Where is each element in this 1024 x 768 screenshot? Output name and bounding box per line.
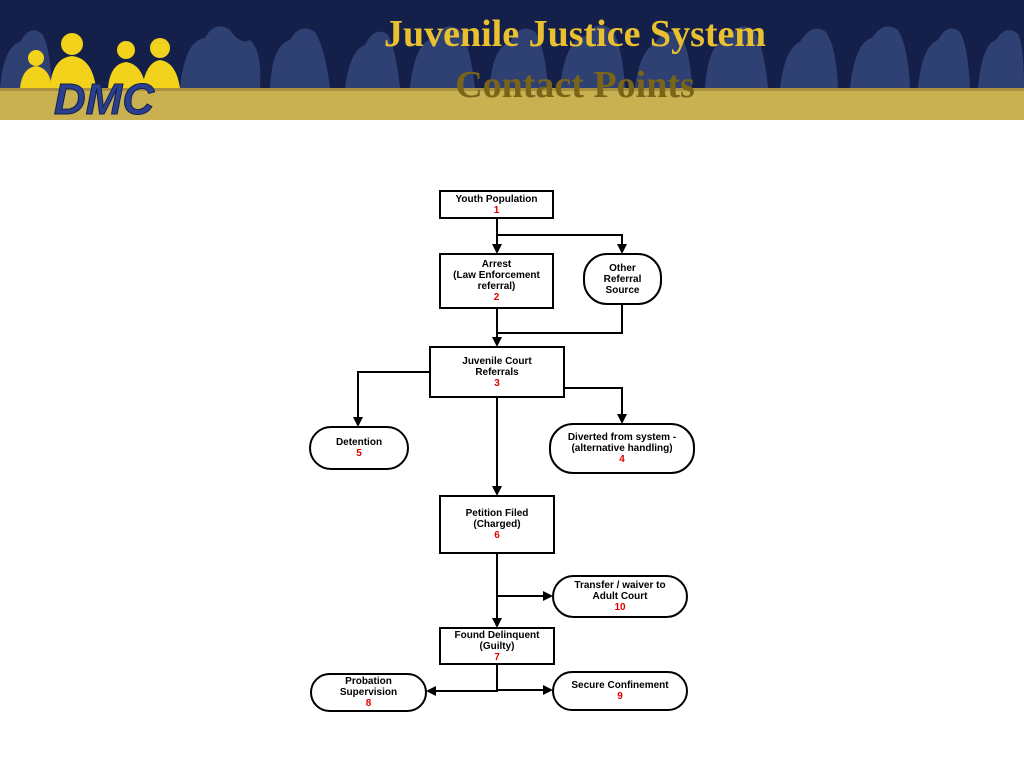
node-juvenile-court-referrals-label: Juvenile Court Referrals xyxy=(462,355,532,378)
edge-court-to-diverted xyxy=(564,387,627,424)
node-petition-filed: Petition Filed (Charged) 6 xyxy=(439,495,555,554)
node-diverted-from-system-label: Diverted from system - (alternative hand… xyxy=(567,432,677,454)
node-petition-filed-label: Petition Filed (Charged) xyxy=(465,508,529,530)
node-secure-confinement-label: Secure Confinement xyxy=(571,680,669,691)
node-transfer-waiver-label: Transfer / waiver to Adult Court xyxy=(574,580,666,602)
node-found-delinquent-label: Found Delinquent (Guilty) xyxy=(454,629,540,652)
node-probation-supervision: Probation Supervision 8 xyxy=(310,673,427,712)
node-youth-population-label: Youth Population xyxy=(455,193,538,205)
node-diverted-from-system: Diverted from system - (alternative hand… xyxy=(549,423,695,474)
banner-graphic: DMC xyxy=(0,0,1024,120)
node-other-referral-source-label: Other Referral Source xyxy=(603,262,642,296)
node-youth-population-number: 1 xyxy=(493,204,500,216)
node-detention: Detention 5 xyxy=(309,426,409,470)
node-arrest: Arrest (Law Enforcement referral) 2 xyxy=(439,253,554,309)
edge-court-to-detention xyxy=(353,371,430,427)
dmc-logo: DMC xyxy=(20,33,180,120)
node-detention-number: 5 xyxy=(356,448,362,459)
node-secure-confinement-number: 9 xyxy=(617,691,623,702)
node-juvenile-court-referrals: Juvenile Court Referrals 3 xyxy=(429,346,565,398)
node-juvenile-court-referrals-number: 3 xyxy=(494,377,500,389)
node-detention-label: Detention xyxy=(335,437,383,448)
node-diverted-from-system-number: 4 xyxy=(619,454,625,465)
node-found-delinquent: Found Delinquent (Guilty) 7 xyxy=(439,627,555,665)
node-other-referral-source: Other Referral Source xyxy=(583,253,662,305)
node-probation-supervision-number: 8 xyxy=(365,698,372,709)
node-transfer-waiver-number: 10 xyxy=(614,602,626,613)
node-arrest-label: Arrest (Law Enforcement referral) xyxy=(453,259,540,292)
header-banner: DMC Juvenile Justice System Contact Poin… xyxy=(0,0,1024,120)
svg-text:DMC: DMC xyxy=(54,75,155,120)
node-probation-supervision-label: Probation Supervision xyxy=(339,676,398,698)
node-transfer-waiver: Transfer / waiver to Adult Court 10 xyxy=(552,575,688,618)
slide-title-line-2: Contact Points xyxy=(455,64,695,106)
node-secure-confinement: Secure Confinement 9 xyxy=(552,671,688,711)
node-arrest-number: 2 xyxy=(493,292,500,303)
edge-youth-to-other xyxy=(497,234,627,254)
slide-title-line-1: Juvenile Justice System xyxy=(383,13,767,55)
node-found-delinquent-number: 7 xyxy=(494,651,500,663)
edge-delinquent-to-probation xyxy=(426,664,498,696)
node-youth-population: Youth Population 1 xyxy=(439,190,554,219)
node-petition-filed-number: 6 xyxy=(494,530,500,541)
edge-other-to-court xyxy=(497,304,623,334)
